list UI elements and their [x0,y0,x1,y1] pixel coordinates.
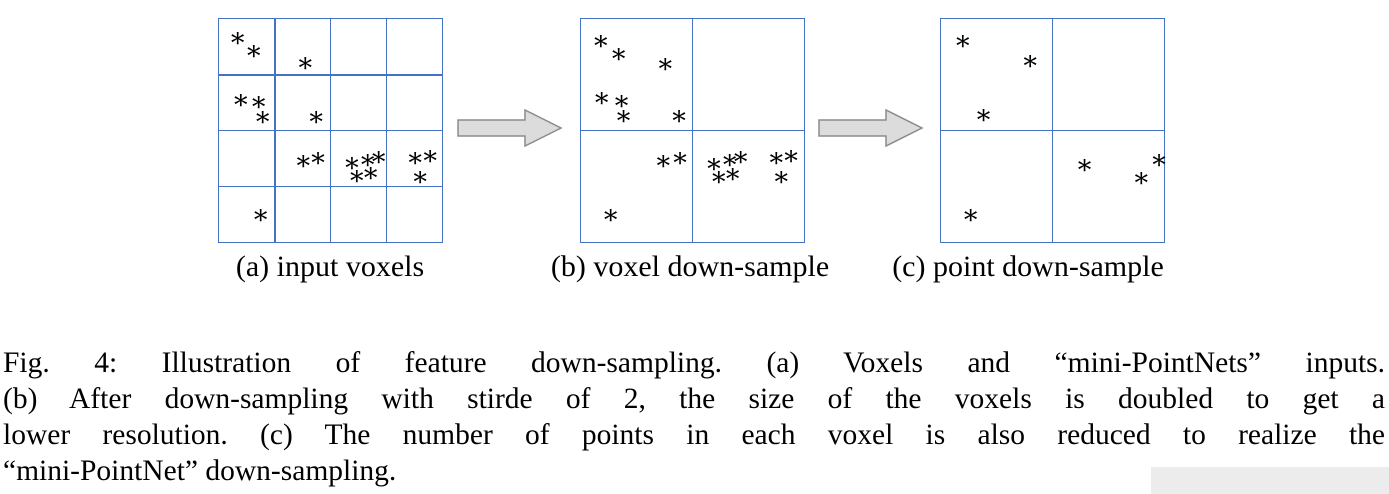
panel-caption-c: (c) point down-sample [892,250,1164,283]
point-marker: ∗ [1021,45,1040,77]
point-marker: ∗ [231,84,251,116]
point-marker: ∗ [591,25,611,57]
voxel-grid-downsampled: ∗∗∗∗∗∗∗∗∗∗∗∗∗∗∗∗∗∗ [580,18,805,243]
grid-line-horizontal [581,129,804,132]
point-marker: ∗ [609,38,628,70]
point-marker: ∗ [1149,144,1169,176]
point-marker: ∗ [704,148,724,180]
point-marker: ∗ [601,199,620,231]
point-marker: ∗ [654,145,673,177]
point-marker: ∗ [420,140,440,172]
point-marker: ∗ [253,101,272,133]
point-marker: ∗ [406,142,425,174]
point-marker: ∗ [308,142,328,174]
point-marker: ∗ [410,161,430,193]
point-marker: ∗ [251,199,270,231]
point-marker: ∗ [361,157,380,189]
right-arrow-icon [818,109,924,147]
panel-caption-a: (a) input voxels [235,250,425,283]
point-marker: ∗ [709,161,728,193]
point-marker: ∗ [614,100,633,132]
point-marker: ∗ [369,141,388,173]
point-marker: ∗ [358,144,377,176]
point-marker: ∗ [1075,149,1094,181]
point-marker: ∗ [961,199,980,231]
point-marker: ∗ [767,142,786,174]
point-marker: ∗ [342,147,362,179]
grid-line-horizontal [219,74,442,76]
voxel-grid-input: ∗∗∗∗∗∗∗∗∗∗∗∗∗∗∗∗∗∗ [218,18,443,243]
point-marker: ∗ [294,145,313,177]
point-marker: ∗ [669,100,689,132]
grid-line-horizontal [941,129,1164,132]
point-marker: ∗ [720,144,739,176]
figure-caption-line: “mini-PointNet” down-sampling. [3,455,397,487]
point-grid-downsampled: ∗∗∗∗∗∗∗ [940,18,1169,243]
point-marker: ∗ [670,142,690,174]
point-marker: ∗ [772,161,791,193]
point-marker: ∗ [228,22,247,54]
point-marker: ∗ [307,101,326,133]
point-marker: ∗ [781,140,801,172]
figure-caption: Fig. 4: Illustration of feature down-sam… [3,345,1385,489]
point-marker: ∗ [723,158,742,190]
panel-caption-b: (b) voxel down-sample [550,250,830,283]
figure-caption-line: (b) After down-sampling with stirde of 2… [3,383,1385,415]
point-marker: ∗ [592,82,611,114]
right-arrow-icon [457,109,563,147]
figure-caption-line: lower resolution. (c) The number of poin… [3,419,1385,451]
point-marker: ∗ [656,48,675,80]
point-marker: ∗ [953,25,973,57]
point-marker: ∗ [612,85,631,117]
point-marker: ∗ [347,160,366,192]
point-marker: ∗ [249,86,268,118]
point-marker: ∗ [974,99,993,131]
corner-artifact [1151,467,1389,494]
grid-line-horizontal [219,129,442,132]
point-marker: ∗ [244,35,263,67]
grid-line-horizontal [219,185,442,187]
point-marker: ∗ [1132,162,1151,194]
point-marker: ∗ [296,47,315,79]
figure-caption-line: Fig. 4: Illustration of feature down-sam… [3,347,1385,379]
point-marker: ∗ [731,141,750,173]
